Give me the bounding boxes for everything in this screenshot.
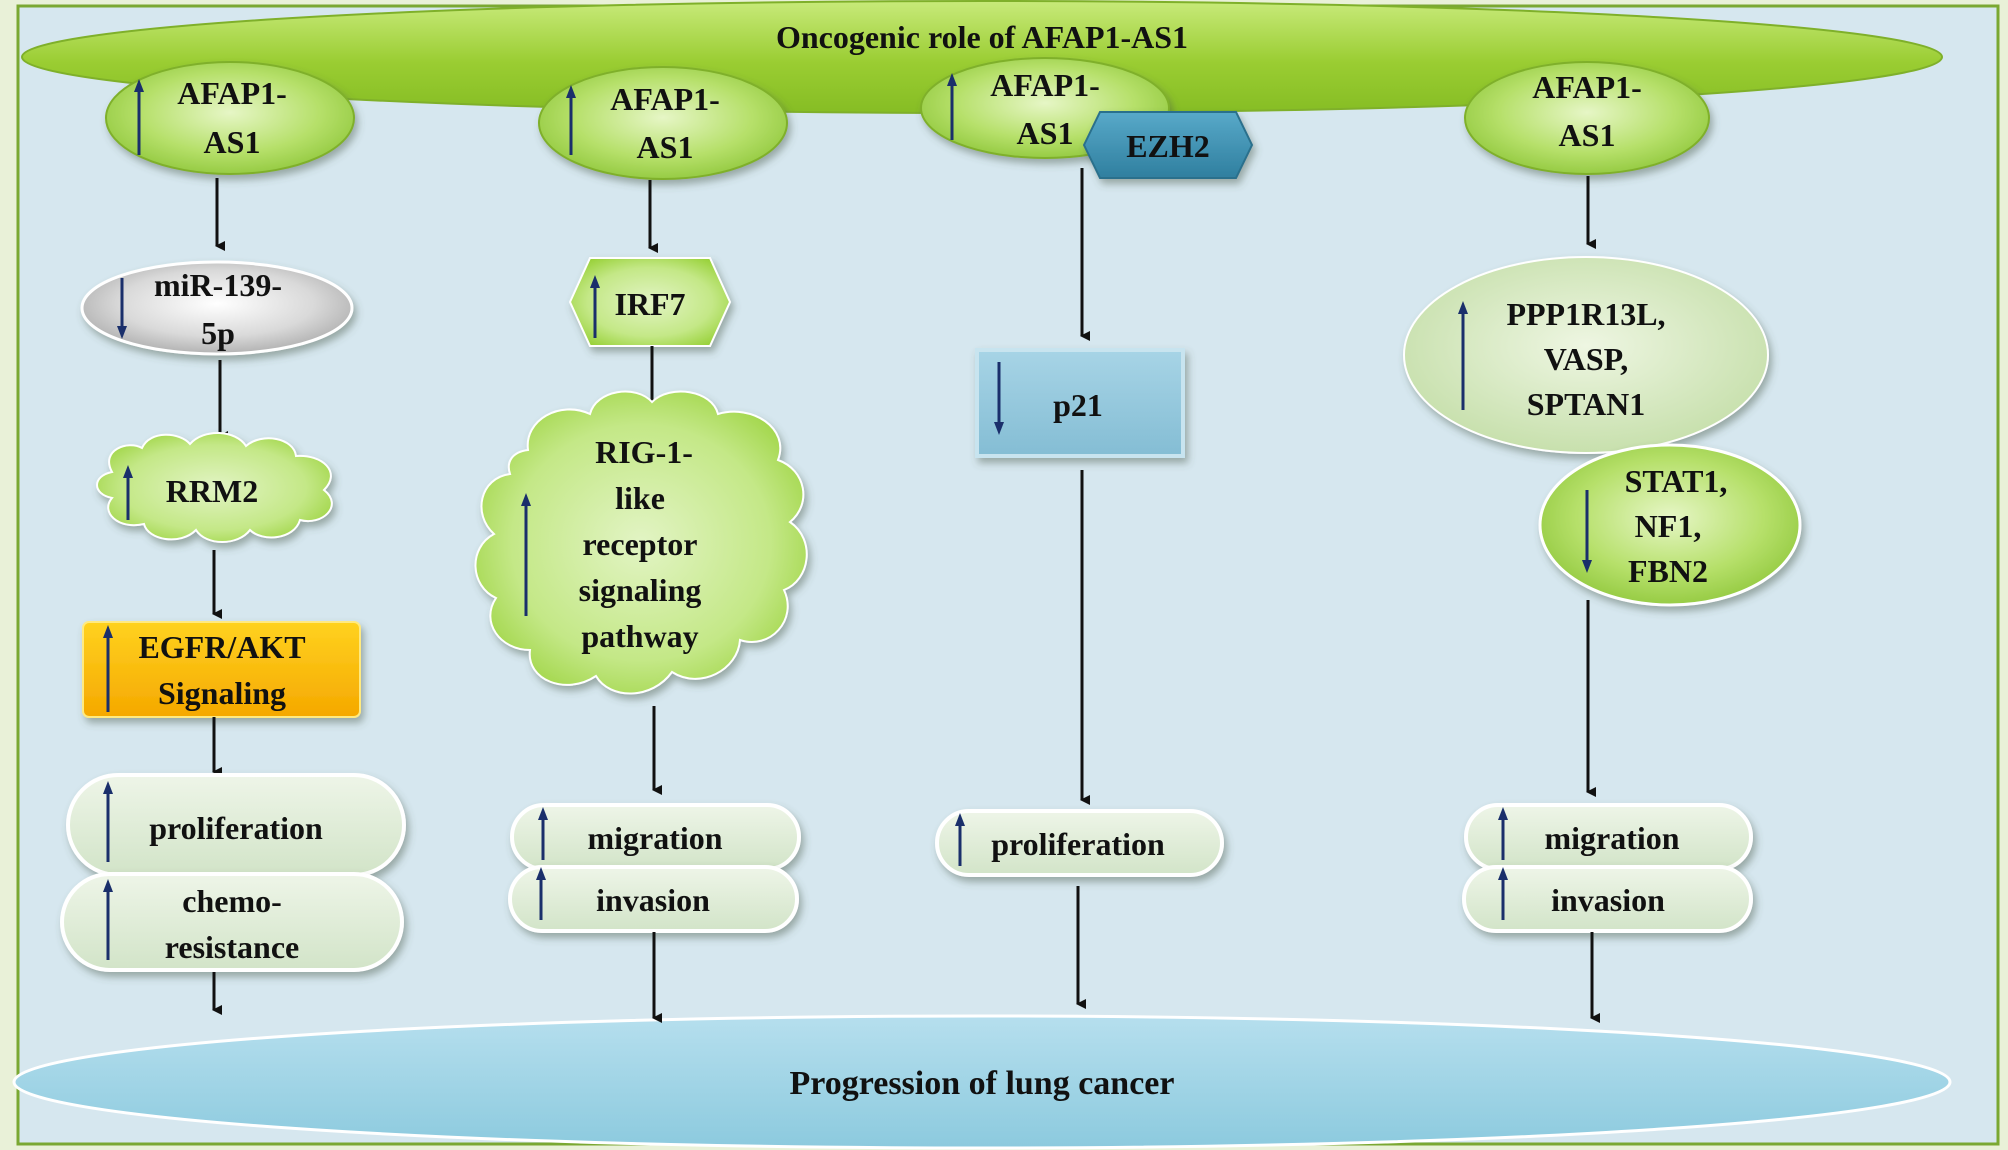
up-arrow-head-icon: [521, 493, 531, 506]
outcome-proliferation: [935, 809, 1224, 877]
ppp1r13l-label-line2: VASP,: [1544, 341, 1629, 377]
egfr-label-line2: Signaling: [158, 675, 286, 711]
up-arrow-head-icon: [536, 867, 546, 880]
outcome-label: invasion: [596, 882, 710, 918]
irf7-label: IRF7: [614, 286, 685, 322]
source-label-line1: AFAP1-: [610, 81, 720, 117]
ppp1r13l-node: [1403, 256, 1769, 454]
up-arrow-head-icon: [955, 813, 965, 826]
mir139-label-line2: 5p: [201, 315, 235, 351]
up-arrow-head-icon: [123, 465, 133, 478]
egfr-label-line1: EGFR/AKT: [138, 629, 305, 665]
outcome-label: migration: [587, 820, 722, 856]
source-label-line1: AFAP1-: [1532, 69, 1642, 105]
source-label-line2: AS1: [204, 124, 261, 160]
up-arrow-head-icon: [103, 625, 113, 638]
up-arrow-head-icon: [590, 275, 600, 288]
ppp1r13l-label-line3: SPTAN1: [1527, 386, 1646, 422]
up-arrow-head-icon: [134, 79, 144, 92]
rig1-cloud: [474, 390, 808, 695]
egfr-akt-box: [82, 621, 361, 718]
ezh2-hexagon: [1082, 111, 1254, 179]
down-arrow-head-icon: [994, 422, 1004, 435]
up-arrow-head-icon: [1458, 301, 1468, 314]
stat1-label-line3: FBN2: [1628, 553, 1708, 589]
stat1-label-line1: STAT1,: [1625, 463, 1728, 499]
rrm2-cloud: [96, 431, 333, 543]
source-label-line1: AFAP1-: [990, 67, 1100, 103]
mir139-label-line1: miR-139-: [154, 267, 282, 303]
stat1-label-line2: NF1,: [1635, 508, 1702, 544]
p21-label: p21: [1053, 387, 1103, 423]
up-arrow-head-icon: [947, 73, 957, 86]
p21-box: [975, 348, 1185, 458]
source-label-line1: AFAP1-: [177, 75, 287, 111]
rrm2-label: RRM2: [166, 473, 258, 509]
outcome-label: invasion: [1551, 882, 1665, 918]
stat1-node: [1538, 443, 1802, 607]
outcome-invasion: [508, 865, 799, 933]
column-2: AFAP1- AS1 IRF7 RIG-1- like receptor sig…: [474, 66, 808, 1023]
ezh2-label: EZH2: [1126, 128, 1210, 164]
down-arrow-head-icon: [1582, 560, 1592, 573]
up-arrow-head-icon: [1498, 867, 1508, 880]
outcome-label-line2: resistance: [165, 929, 299, 965]
source-label-line2: AS1: [1559, 117, 1616, 153]
ppp1r13l-label-line1: PPP1R13L,: [1506, 296, 1665, 332]
up-arrow-head-icon: [538, 807, 548, 820]
diagram-title: Oncogenic role of AFAP1-AS1: [776, 19, 1188, 55]
up-arrow-head-icon: [566, 85, 576, 98]
rig1-label-line4: signaling: [579, 572, 702, 608]
column-1: AFAP1- AS1 miR-139- 5p RRM2 EGFR/AKT Sig…: [60, 61, 406, 1015]
outcome-label: proliferation: [991, 826, 1165, 862]
irf7-hexagon: [568, 257, 732, 347]
progression-ellipse: [12, 1014, 1952, 1150]
up-arrow-head-icon: [103, 781, 113, 794]
outcome-invasion: [1462, 865, 1753, 933]
mir139-node: [80, 260, 354, 356]
rig1-label-line2: like: [615, 480, 665, 516]
source-node-1: [105, 61, 355, 175]
outcome-label: migration: [1544, 820, 1679, 856]
outcome-label-line1: chemo-: [182, 883, 282, 919]
up-arrow-head-icon: [103, 879, 113, 892]
outcome-label: proliferation: [149, 810, 323, 846]
column-4: AFAP1- AS1 PPP1R13L, VASP, SPTAN1 STAT1,…: [1403, 61, 1802, 1023]
source-node-4: [1464, 61, 1710, 175]
outcome-chemoresistance: [60, 872, 404, 972]
down-arrow-head-icon: [117, 326, 127, 339]
rig1-label-line5: pathway: [581, 618, 698, 654]
source-label-line2: AS1: [1017, 115, 1074, 151]
source-node-2: [538, 66, 788, 180]
progression-label: Progression of lung cancer: [790, 1065, 1175, 1102]
column-3: AFAP1- AS1 EZH2 p21 proliferation: [920, 57, 1254, 1009]
rig1-label-line1: RIG-1-: [595, 434, 693, 470]
up-arrow-head-icon: [1498, 807, 1508, 820]
rig1-label-line3: receptor: [583, 526, 698, 562]
source-label-line2: AS1: [637, 129, 694, 165]
